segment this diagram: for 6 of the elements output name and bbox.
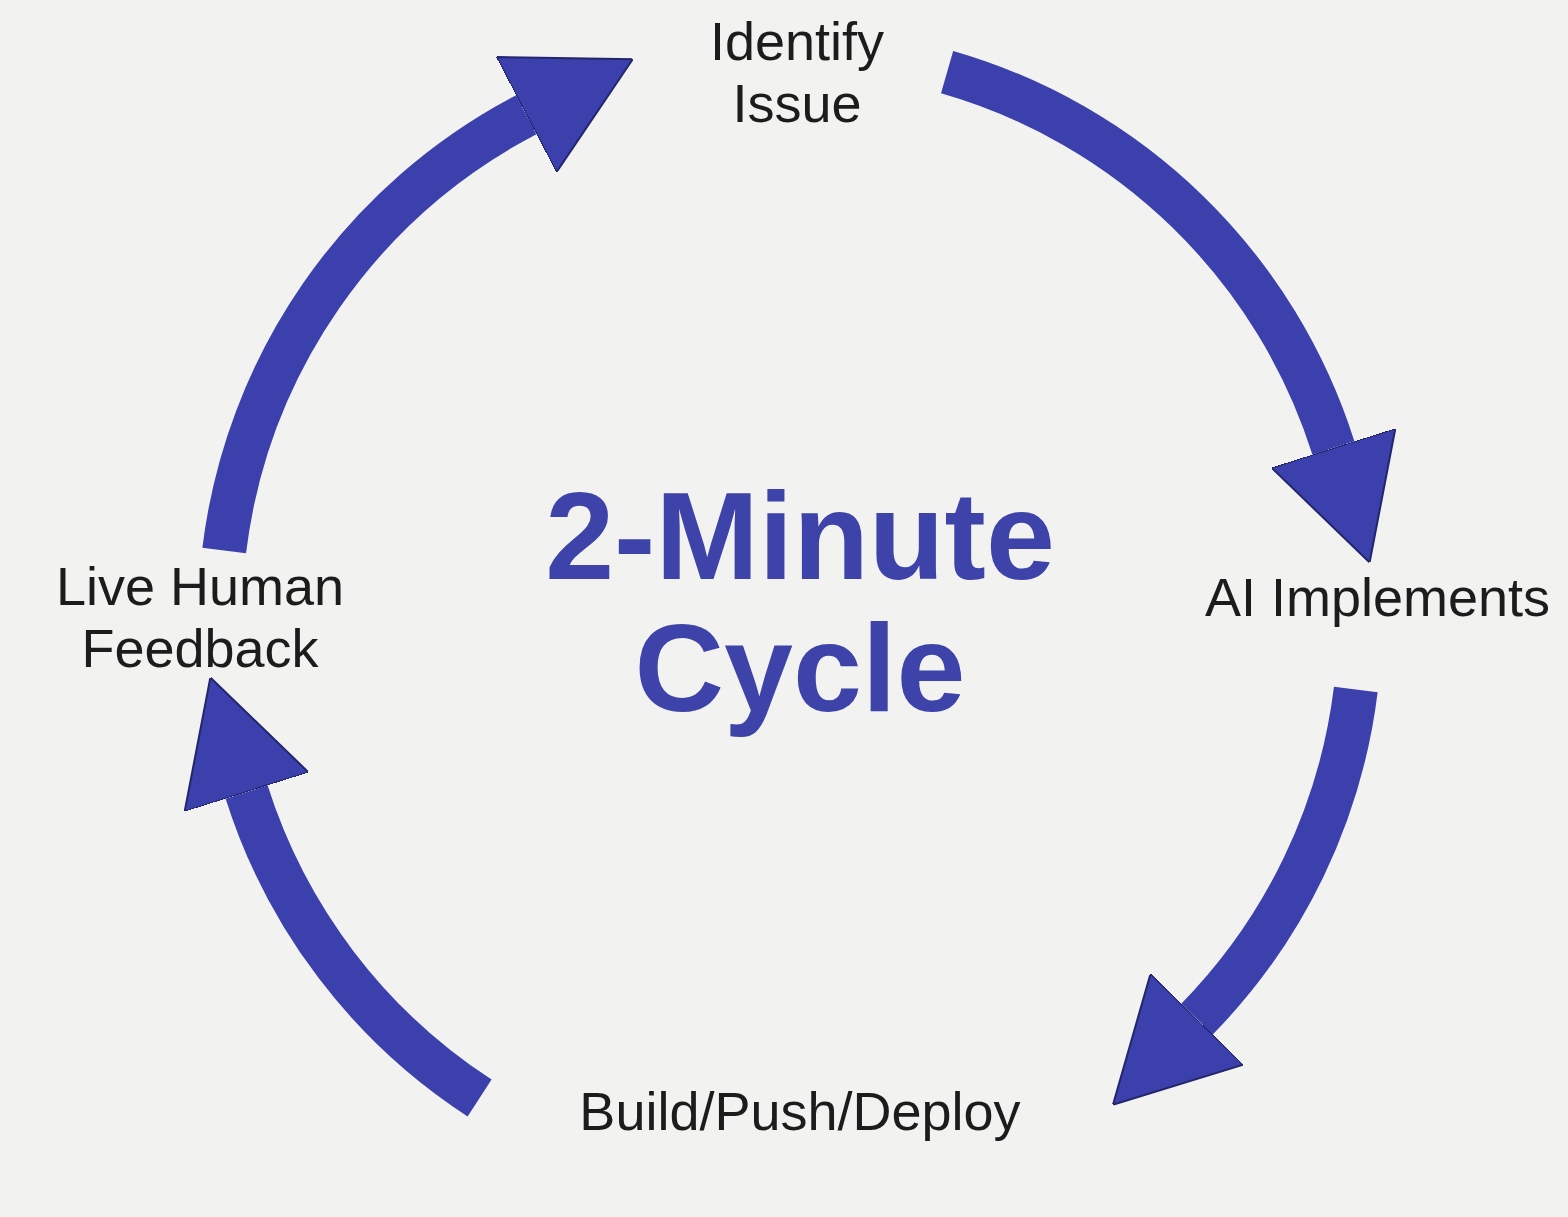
step-label: Live Human Feedback [54,555,346,679]
arrow [939,51,1396,561]
arrow [184,678,493,1116]
step-label: AI Implements [1204,566,1551,628]
step-label: Identify Issue [708,10,886,134]
step-label: Build/Push/Deploy [579,1080,1021,1142]
